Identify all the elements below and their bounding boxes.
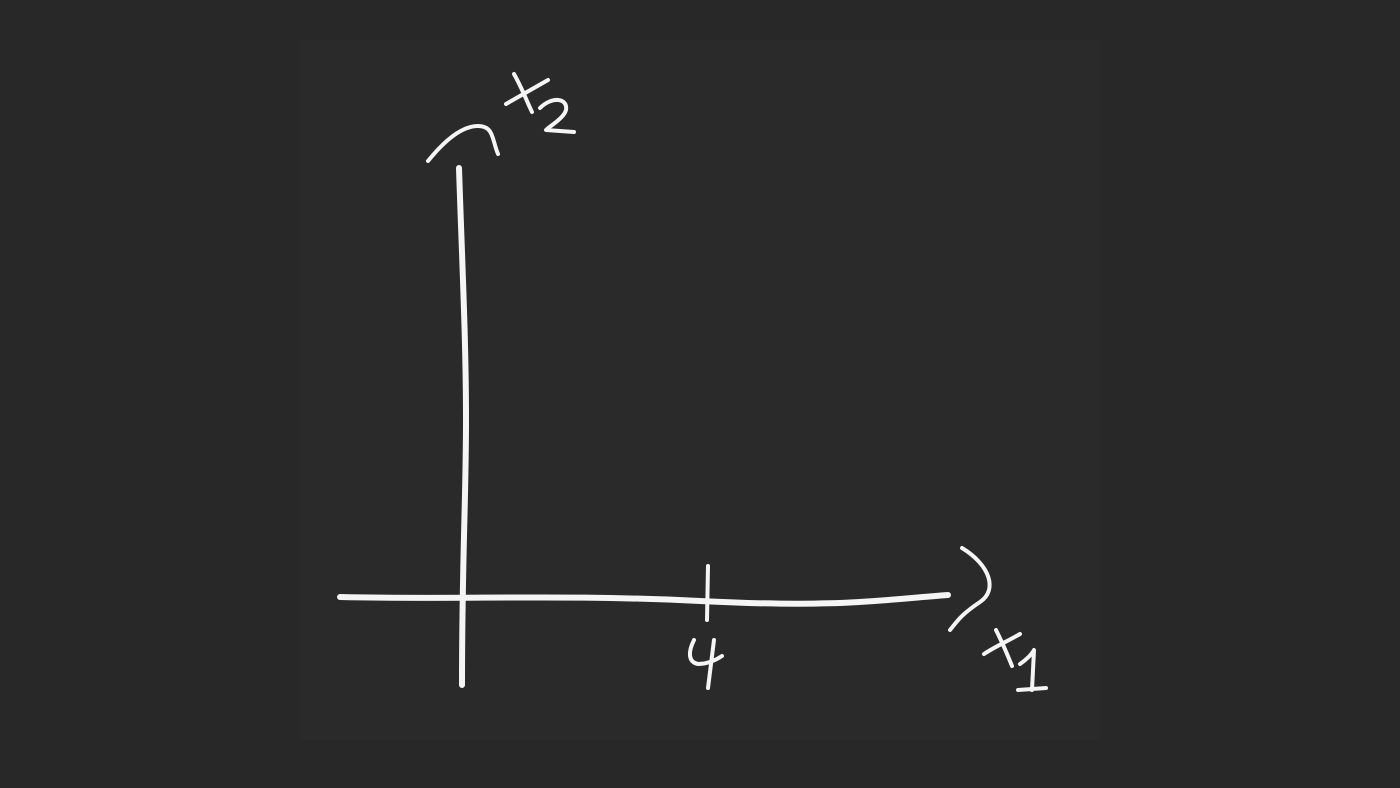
- y-axis-arrowhead: [426, 124, 500, 163]
- tick-label-four: [687, 638, 724, 690]
- tick-label-text: 4: [696, 655, 715, 690]
- x-axis-line: [337, 592, 951, 607]
- y-axis-line: [456, 165, 469, 688]
- x1-letter-x: [982, 628, 1022, 668]
- x-axis-arrowhead: [948, 546, 992, 632]
- x1-subscript-one: [1016, 648, 1048, 692]
- y-axis-label: [504, 72, 576, 134]
- x-axis-tick: [705, 564, 710, 622]
- x-axis-label: [982, 628, 1048, 692]
- x2-letter-x: [504, 72, 550, 114]
- x2-subscript-two: [538, 98, 576, 134]
